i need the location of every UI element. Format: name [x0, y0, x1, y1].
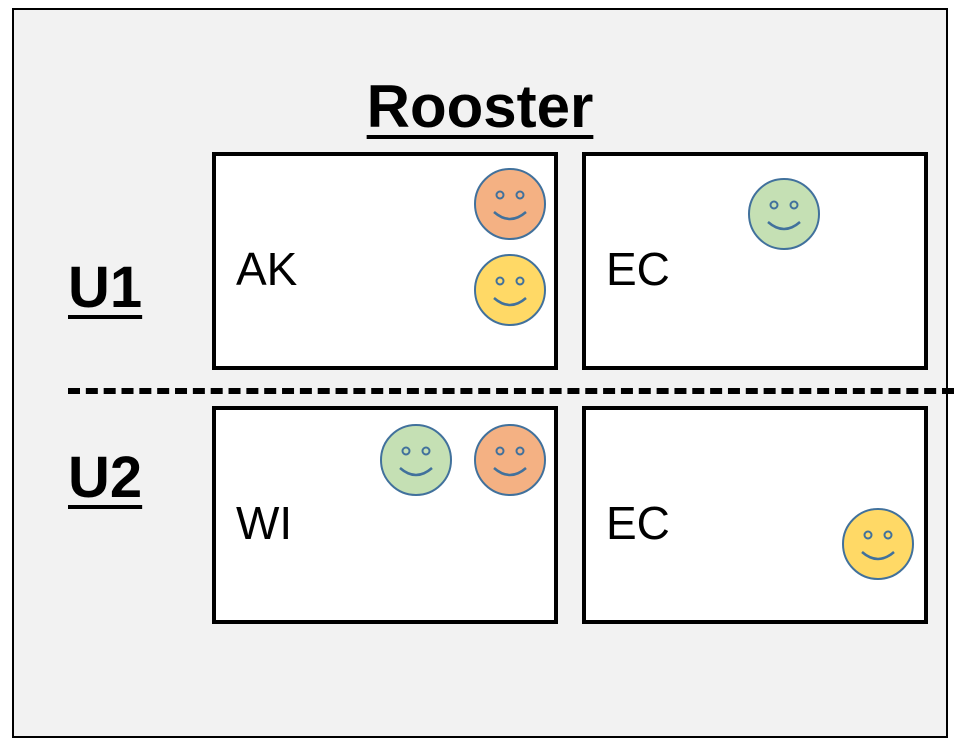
cell-label: EC [606, 243, 670, 295]
cell-label: WI [236, 497, 293, 549]
smiley-face-icon [474, 254, 546, 326]
cell-label: AK [236, 243, 298, 295]
cell-u1-ec: EC [582, 152, 928, 370]
diagram-frame: Rooster U1 U2 AK EC WI [12, 8, 954, 738]
cell-label: EC [606, 497, 670, 549]
row-label-u1: U1 [68, 255, 143, 320]
row-label-u2: U2 [68, 445, 143, 510]
cell-u1-ak: AK [212, 152, 558, 370]
smiley-face-icon [380, 424, 452, 496]
smiley-face-icon [474, 424, 546, 496]
smiley-face-icon [748, 178, 820, 250]
diagram-title: Rooster [366, 73, 594, 140]
smiley-face-icon [474, 168, 546, 240]
dashed-divider [68, 388, 954, 394]
smiley-face-icon [842, 508, 914, 580]
cell-u2-wi: WI [212, 406, 558, 624]
cell-u2-ec: EC [582, 406, 928, 624]
